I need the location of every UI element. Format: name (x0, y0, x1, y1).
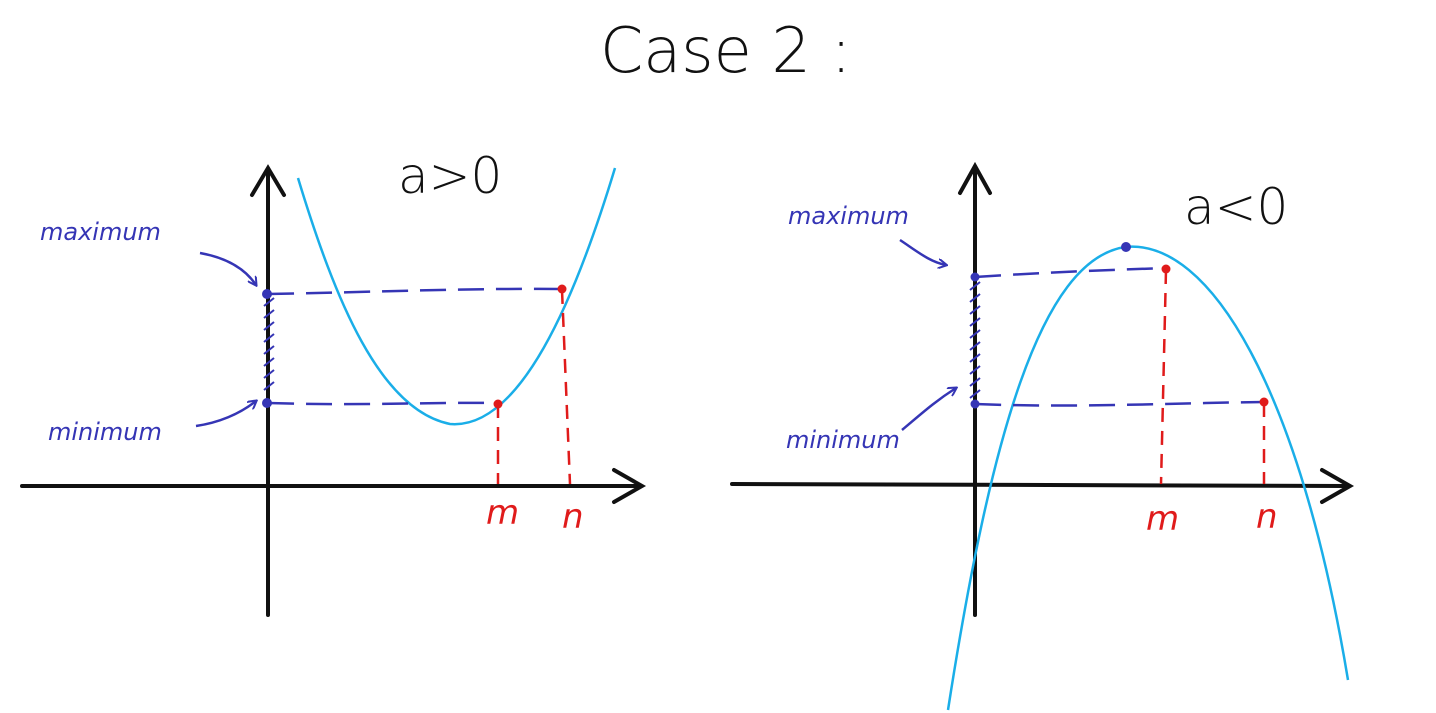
maximum-label-left: maximum (40, 218, 161, 246)
y-axis-arrow-right (958, 161, 992, 195)
page-title: Case 2 : (600, 14, 851, 87)
min-dashed-line-left (267, 401, 499, 406)
projection-lines-left (267, 287, 572, 485)
min-arrow-left (195, 401, 256, 428)
range-hatch-right (969, 281, 981, 399)
tick-n-left: n (562, 497, 584, 537)
min-dashed-line-right (974, 400, 1265, 407)
panel-a-positive: a>0 maximum minimum m n (20, 147, 647, 617)
max-dashed-line-left (267, 287, 563, 296)
m-drop-line-right (1159, 269, 1168, 485)
vertex-point-right (1121, 242, 1131, 252)
max-arrow-left (199, 251, 256, 285)
projection-lines-right (974, 266, 1266, 485)
min-point-right (970, 399, 980, 409)
max-point-right (970, 272, 980, 282)
n-drop-line-left (560, 289, 572, 485)
parabola-up-curve (296, 167, 617, 426)
min-arrow-right (901, 388, 956, 431)
maximum-label-right: maximum (788, 202, 909, 230)
min-point-left (262, 398, 272, 408)
minimum-label-right: minimum (786, 426, 900, 454)
minimum-label-left: minimum (48, 418, 162, 446)
x-axis-right (730, 482, 1350, 488)
x-axis-arrow-left (612, 468, 647, 504)
m-endpoint-left (493, 399, 503, 409)
tick-n-right: n (1256, 497, 1278, 537)
y-axis-arrow-left (250, 164, 286, 197)
n-endpoint-right (1259, 397, 1269, 407)
n-endpoint-left (557, 284, 567, 294)
condition-label-right: a<0 (1184, 178, 1288, 236)
range-hatch-left (263, 297, 275, 391)
panel-a-negative: a<0 maximum minimum m n (730, 161, 1355, 711)
parabola-down-curve (946, 245, 1350, 711)
axes-left (20, 164, 647, 617)
max-point-left (262, 289, 272, 299)
tick-m-left: m (486, 493, 519, 533)
axes-right (730, 161, 1355, 617)
max-dashed-line-right (974, 266, 1167, 279)
m-endpoint-right (1161, 264, 1171, 274)
max-arrow-right (899, 238, 946, 265)
tick-m-right: m (1146, 499, 1179, 539)
condition-label-left: a>0 (398, 147, 502, 205)
x-axis-arrow-right (1320, 468, 1355, 504)
